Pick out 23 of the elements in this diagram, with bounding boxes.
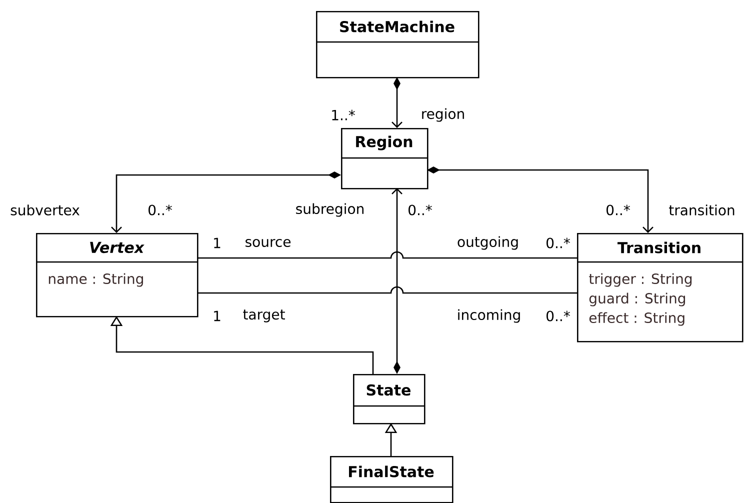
class-box: Transition trigger : String guard : String effect : String: [577, 233, 744, 342]
association-label: 1..*: [332, 110, 355, 120]
association-label: 1: [214, 238, 220, 248]
class-box: FinalState: [330, 456, 454, 503]
association-label: 0..*: [546, 238, 570, 248]
association-label: source: [246, 238, 291, 248]
association-label: subvertex: [10, 204, 80, 216]
association-label: target: [243, 310, 285, 322]
association-line: [197, 286, 577, 294]
association-label: 1: [214, 310, 220, 322]
association-label: incoming: [458, 309, 520, 323]
association-label: 0..*: [606, 204, 630, 216]
class-box: StateMachine: [316, 11, 480, 78]
association-label: 0..*: [148, 204, 172, 216]
association-label: region: [422, 108, 464, 122]
association-label: 0..*: [408, 204, 432, 216]
association-label: outgoing: [458, 236, 518, 250]
association-label: transition: [669, 204, 734, 216]
class-box: Vertex name : String: [36, 233, 198, 318]
class-box: State: [353, 374, 426, 424]
association-line: [197, 251, 577, 259]
association-label: subregion: [296, 203, 364, 217]
class-box: Region: [341, 128, 428, 190]
